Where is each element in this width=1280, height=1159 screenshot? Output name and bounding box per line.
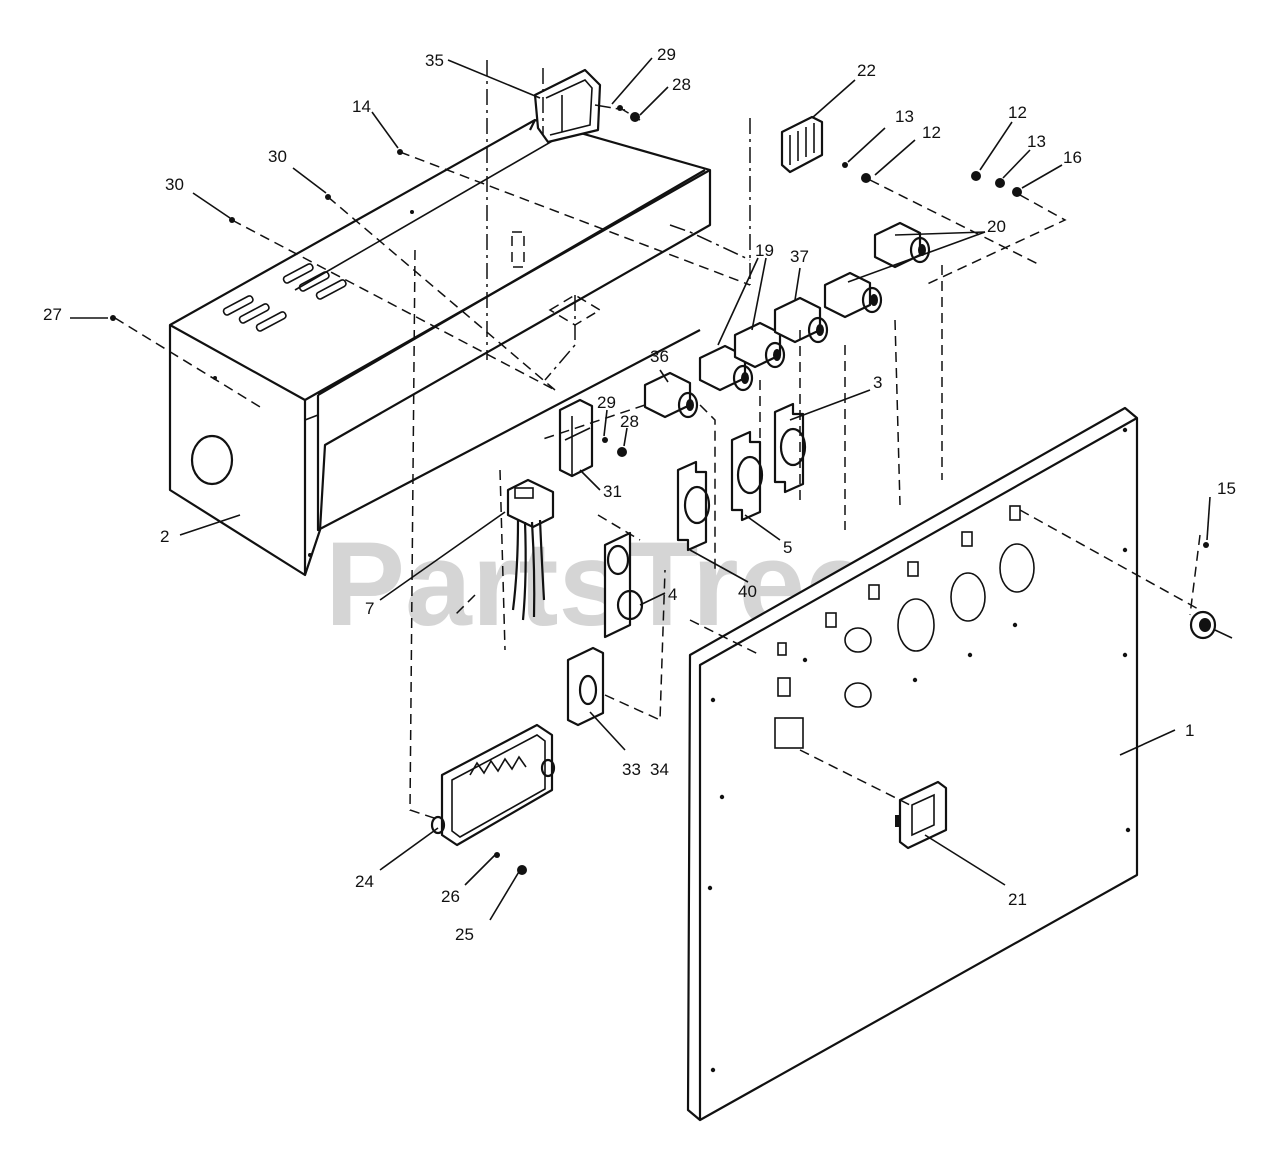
callout-29: 29 xyxy=(657,45,676,64)
part-31-relay[interactable] xyxy=(558,398,594,478)
part-19-breaker-b xyxy=(733,321,786,369)
callout-27: 27 xyxy=(43,305,62,324)
callout-35: 35 xyxy=(425,51,444,70)
callout-22: 22 xyxy=(857,61,876,80)
part-15-fitting[interactable] xyxy=(1189,610,1233,640)
part-5-receptacle xyxy=(730,430,764,522)
callout-36: 36 xyxy=(650,347,669,366)
callout-30: 30 xyxy=(268,147,287,166)
callout-31: 31 xyxy=(603,482,622,501)
callout-37: 37 xyxy=(790,247,809,266)
part-24-cover[interactable] xyxy=(430,723,556,847)
callout-5: 5 xyxy=(783,538,792,557)
part-19-breaker-a xyxy=(698,344,754,392)
callout-13: 13 xyxy=(895,107,914,126)
callout-25: 25 xyxy=(455,925,474,944)
callout-19: 19 xyxy=(755,241,774,260)
callout-21: 21 xyxy=(1008,890,1027,909)
assembly-lines xyxy=(114,60,1201,821)
part-36-breaker xyxy=(643,371,699,419)
part-37-breaker xyxy=(773,296,829,344)
callout-14: 14 xyxy=(352,97,371,116)
callout-29-b: 29 xyxy=(597,393,616,412)
part-1-front-panel[interactable] xyxy=(686,406,1139,1122)
callout-30-b: 30 xyxy=(165,175,184,194)
callout-12: 12 xyxy=(922,123,941,142)
callout-12-b: 12 xyxy=(1008,103,1027,122)
callout-20: 20 xyxy=(987,217,1006,236)
part-7-harness[interactable] xyxy=(506,478,555,621)
part-3-receptacle xyxy=(773,402,807,494)
callout-13-b: 13 xyxy=(1027,132,1046,151)
callout-40: 40 xyxy=(738,582,757,601)
leader-lines xyxy=(70,57,1211,921)
callout-2: 2 xyxy=(160,527,169,546)
part-20-breaker-b xyxy=(873,221,931,269)
callout-33: 33 xyxy=(622,760,641,779)
callout-28: 28 xyxy=(672,75,691,94)
callout-26: 26 xyxy=(441,887,460,906)
receptacles[interactable] xyxy=(566,402,807,727)
callout-4: 4 xyxy=(668,585,677,604)
callout-7: 7 xyxy=(365,599,374,618)
part-33-34-receptacle xyxy=(566,646,605,727)
part-40-receptacle xyxy=(676,460,711,552)
part-2-housing[interactable] xyxy=(168,118,712,577)
callout-34: 34 xyxy=(650,760,669,779)
callout-16: 16 xyxy=(1063,148,1082,167)
circuit-breakers[interactable] xyxy=(643,221,931,419)
callouts: 35 29 28 14 30 30 27 22 13 12 12 13 16 2… xyxy=(43,45,1236,944)
callout-3: 3 xyxy=(873,373,882,392)
part-22-terminal-block[interactable] xyxy=(749,115,824,285)
callout-1: 1 xyxy=(1185,721,1194,740)
part-20-breaker-a xyxy=(823,271,883,319)
callout-15: 15 xyxy=(1217,479,1236,498)
part-35-bracket[interactable] xyxy=(533,68,626,144)
part-21-switch[interactable] xyxy=(895,780,948,850)
part-4-receptacle xyxy=(603,531,644,639)
callout-24: 24 xyxy=(355,872,374,891)
callout-28-b: 28 xyxy=(620,412,639,431)
